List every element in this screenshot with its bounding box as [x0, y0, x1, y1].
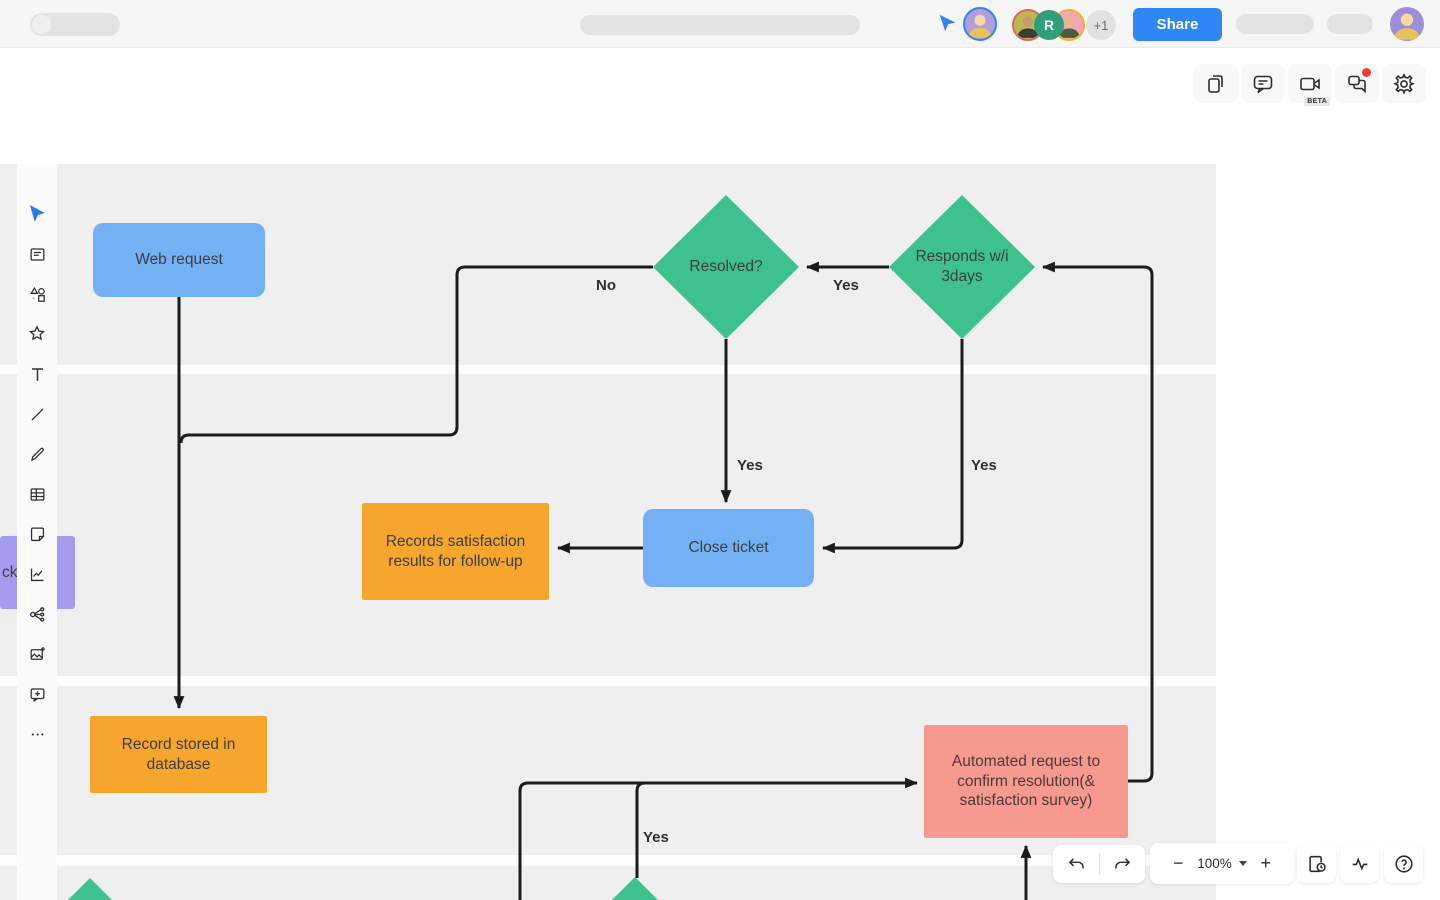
edge-label-yes[interactable]: Yes [643, 829, 669, 846]
line-tool-button[interactable] [19, 394, 55, 434]
star-tool-button[interactable] [19, 314, 55, 354]
activity-pulse-icon [1352, 857, 1367, 871]
node-automated-request[interactable]: Automated request to confirm resolution(… [924, 725, 1128, 838]
pages-button[interactable] [1194, 64, 1238, 103]
more-tools-button[interactable] [19, 714, 55, 754]
person-avatar-icon [968, 14, 992, 38]
version-history-icon [1308, 855, 1326, 873]
table-tool-button[interactable] [19, 474, 55, 514]
text-tool-button[interactable] [19, 354, 55, 394]
edge-label-yes[interactable]: Yes [971, 457, 997, 474]
select-tool-button[interactable] [19, 194, 55, 234]
zoom-level-dropdown[interactable]: 100% [1197, 856, 1247, 871]
insert-image-tool-button[interactable] [19, 634, 55, 674]
video-camera-icon [1300, 77, 1320, 90]
version-history-button[interactable] [1297, 845, 1336, 883]
settings-button[interactable] [1382, 64, 1426, 103]
video-meeting-button[interactable]: BETA [1288, 64, 1332, 106]
person-avatar-icon [1058, 16, 1080, 38]
node-records-satisfaction[interactable]: Records satisfaction results for follow-… [362, 503, 549, 600]
edge-label-yes[interactable]: Yes [737, 457, 763, 474]
edge-label-no[interactable]: No [596, 277, 616, 294]
table-icon [30, 487, 44, 501]
pages-icon [1208, 74, 1223, 93]
redo-button[interactable] [1100, 845, 1145, 883]
edge-label-yes[interactable]: Yes [833, 277, 859, 294]
help-button[interactable] [1384, 845, 1423, 883]
edge-automated-to-responds[interactable] [1041, 261, 1154, 783]
chat-button[interactable] [1335, 64, 1379, 103]
shapes-tool-button[interactable] [19, 274, 55, 314]
canvas[interactable]: cket Web request [0, 164, 1216, 900]
notes-tool-button[interactable] [19, 234, 55, 274]
pencil-icon [30, 447, 44, 461]
share-button[interactable]: Share [1133, 8, 1222, 41]
collaborator-initial: R [1043, 17, 1055, 33]
clipped-decision-shape[interactable] [32, 878, 148, 900]
shape-toolbar [17, 164, 57, 900]
person-avatar-icon [1017, 16, 1039, 38]
undo-redo-panel [1053, 845, 1145, 883]
connector-layer [32, 261, 1154, 900]
node-close-ticket[interactable]: Close ticket [643, 509, 814, 587]
edge-responds-to-closeticket[interactable] [821, 339, 964, 554]
clipped-decision-shape[interactable] [575, 877, 695, 900]
line-icon [31, 408, 43, 420]
shapes-icon [29, 286, 45, 302]
text-icon [31, 367, 43, 381]
toolbar-placeholder [1236, 14, 1314, 34]
active-collaborator-avatar[interactable] [963, 7, 997, 41]
mind-map-tool-button[interactable] [19, 594, 55, 634]
comment-button[interactable] [1241, 64, 1285, 103]
zoom-out-button[interactable]: − [1172, 853, 1184, 873]
collaborator-cursor-icon [939, 14, 956, 32]
user-avatar[interactable] [1390, 7, 1424, 41]
lane-divider [0, 676, 1216, 686]
pencil-tool-button[interactable] [19, 434, 55, 474]
view-tools-panel: BETA [1194, 64, 1426, 106]
zoom-panel: − 100% + [1150, 843, 1294, 884]
toolbar-placeholder [1327, 14, 1373, 34]
document-icon-placeholder [32, 15, 51, 34]
chart-tool-button[interactable] [19, 554, 55, 594]
collaborators-overflow-badge[interactable]: +1 [1086, 10, 1116, 40]
note-card-icon [30, 247, 44, 261]
chat-icon [1348, 75, 1366, 93]
zoom-level-value: 100% [1197, 856, 1232, 871]
divider [1098, 853, 1100, 875]
image-add-icon [30, 646, 45, 660]
edge-bottomdiamond-yes[interactable] [635, 781, 646, 878]
person-avatar-icon [1394, 13, 1420, 40]
help-icon [1394, 855, 1413, 873]
sticky-note-icon [30, 527, 44, 541]
undo-button[interactable] [1054, 845, 1099, 883]
ellipsis-icon [31, 732, 43, 736]
edge-bottom-to-automated[interactable] [518, 777, 919, 900]
zoom-in-button[interactable]: + [1260, 853, 1272, 873]
cursor-icon [29, 205, 45, 222]
comment-add-tool-button[interactable] [19, 674, 55, 714]
menu-placeholder [580, 15, 860, 35]
edge-resolved-no[interactable] [179, 265, 653, 444]
notification-dot [1362, 68, 1371, 77]
gear-icon [1393, 72, 1415, 95]
activity-button[interactable] [1340, 845, 1379, 883]
chevron-down-icon [1238, 861, 1247, 866]
star-icon [28, 325, 46, 341]
beta-badge: BETA [1304, 97, 1330, 106]
comment-icon [1253, 75, 1273, 93]
collaborator-avatar-initial[interactable]: R [1034, 10, 1064, 40]
redo-icon [1114, 857, 1130, 868]
mind-map-icon [29, 606, 44, 622]
lane-divider [0, 365, 1216, 374]
chart-icon [30, 568, 43, 581]
comment-add-icon [30, 687, 44, 702]
node-record-stored[interactable]: Record stored in database [90, 716, 267, 793]
document-title-placeholder [30, 13, 120, 36]
top-bar: R +1 Share [0, 0, 1440, 48]
undo-icon [1068, 857, 1084, 868]
lane-divider [0, 855, 1216, 866]
sticky-note-tool-button[interactable] [19, 514, 55, 554]
node-web-request[interactable]: Web request [93, 223, 265, 297]
